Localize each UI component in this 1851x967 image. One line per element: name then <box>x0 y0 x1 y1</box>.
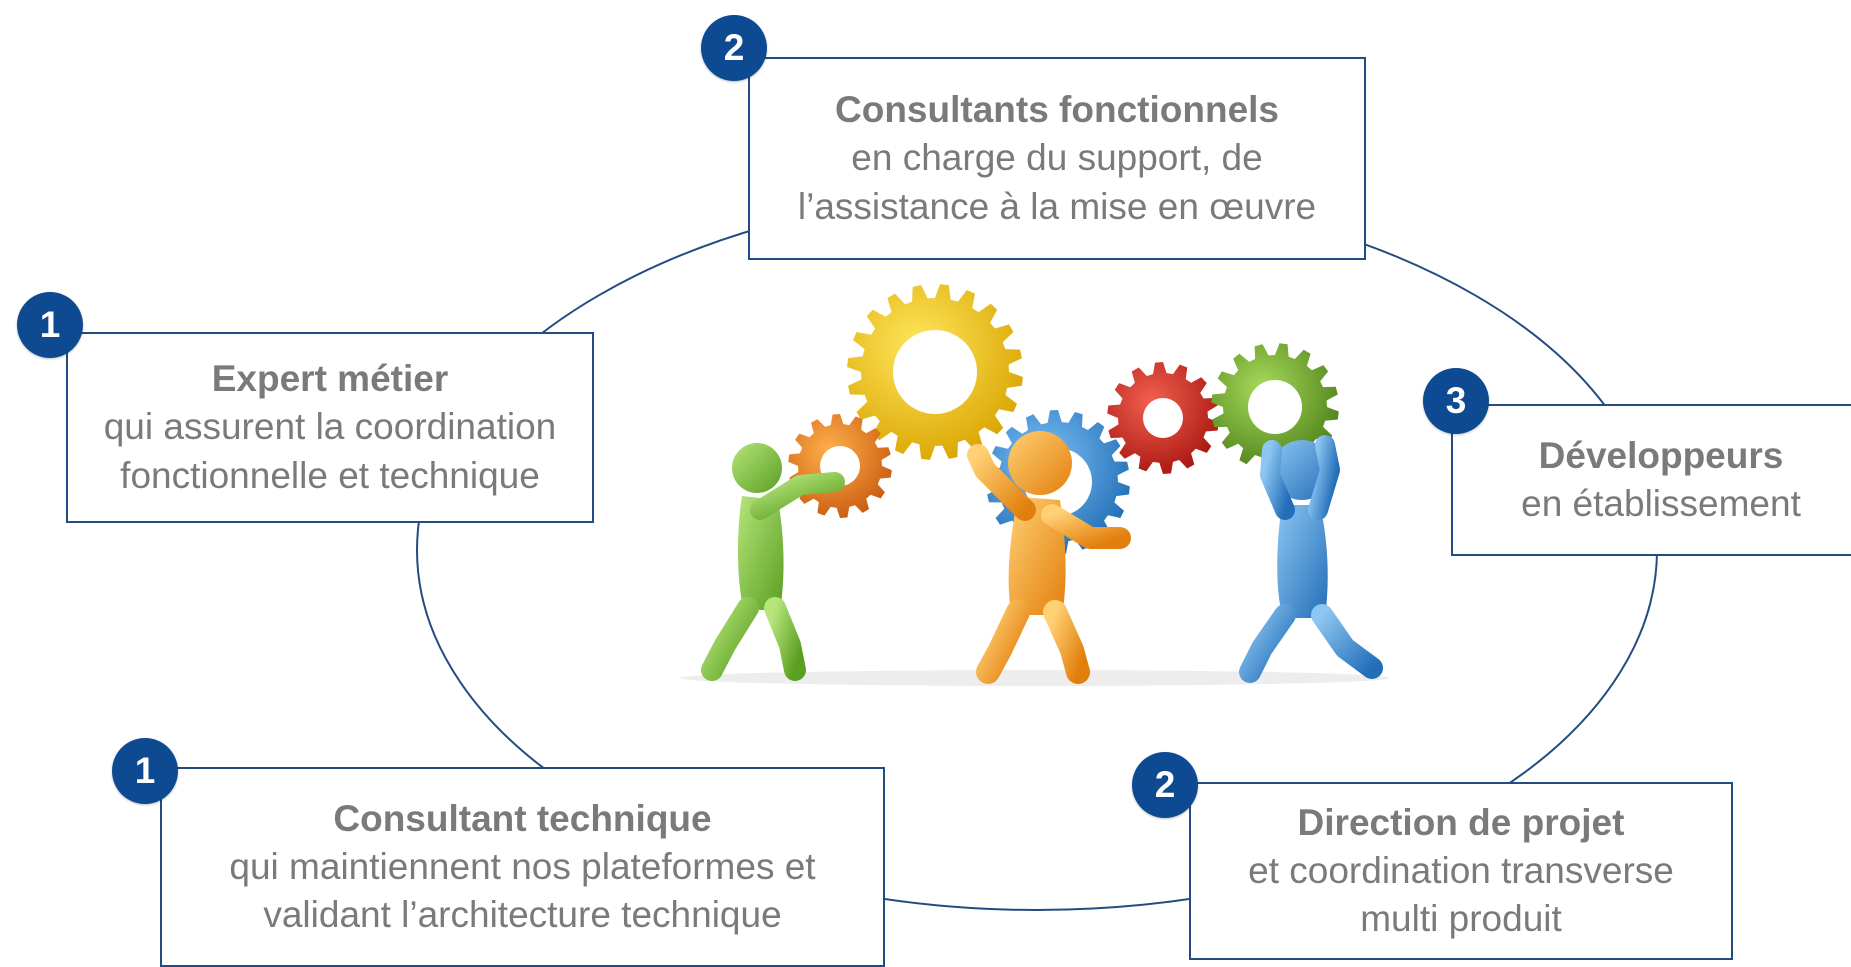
green-figure <box>701 443 845 681</box>
orange-gear-icon <box>788 414 892 518</box>
role-title: Consultant technique <box>333 797 712 839</box>
orange-figure <box>967 431 1131 684</box>
role-description-line: en établissement <box>1521 483 1801 524</box>
role-description-line: qui assurent la coordination <box>103 406 557 448</box>
role-description-line: qui maintiennent nos plateformes et <box>229 845 816 887</box>
green-gear-icon <box>1211 343 1339 471</box>
role-title: Direction de projet <box>1297 801 1625 843</box>
number-badge: 2 <box>701 15 767 81</box>
role-title: Expert métier <box>211 358 449 400</box>
number-badge: 3 <box>1423 368 1489 434</box>
role-title: Consultants fonctionnels <box>835 89 1279 131</box>
number-badge: 1 <box>112 738 178 804</box>
role-description-line: multi produit <box>1360 898 1562 940</box>
role-description-line: validant l’architecture technique <box>263 894 782 936</box>
blue-figure <box>1239 435 1383 683</box>
yellow-gear-icon <box>847 284 1023 460</box>
role-box-direction-de-projet: Direction de projet et coordination tran… <box>1189 782 1733 960</box>
role-description-line: fonctionnelle et technique <box>120 454 540 496</box>
number-badge: 1 <box>17 292 83 358</box>
role-description-line: en charge du support, de <box>851 137 1263 179</box>
number-badge: 2 <box>1132 752 1198 818</box>
red-gear-icon <box>1107 362 1219 474</box>
role-description-line: et coordination transverse <box>1248 849 1674 891</box>
role-title: Développeurs <box>1538 434 1784 476</box>
role-description-line: l’assistance à la mise en œuvre <box>797 185 1317 227</box>
role-box-consultants-fonctionnels: Consultants fonctionnels en charge du su… <box>748 57 1366 260</box>
role-box-expert-metier: Expert métier qui assurent la coordinati… <box>66 332 594 523</box>
role-box-consultant-technique: Consultant technique qui maintiennent no… <box>160 767 885 967</box>
role-box-developpeurs: Développeurs en établissement <box>1451 404 1851 556</box>
teamwork-gears-icon <box>680 284 1390 686</box>
